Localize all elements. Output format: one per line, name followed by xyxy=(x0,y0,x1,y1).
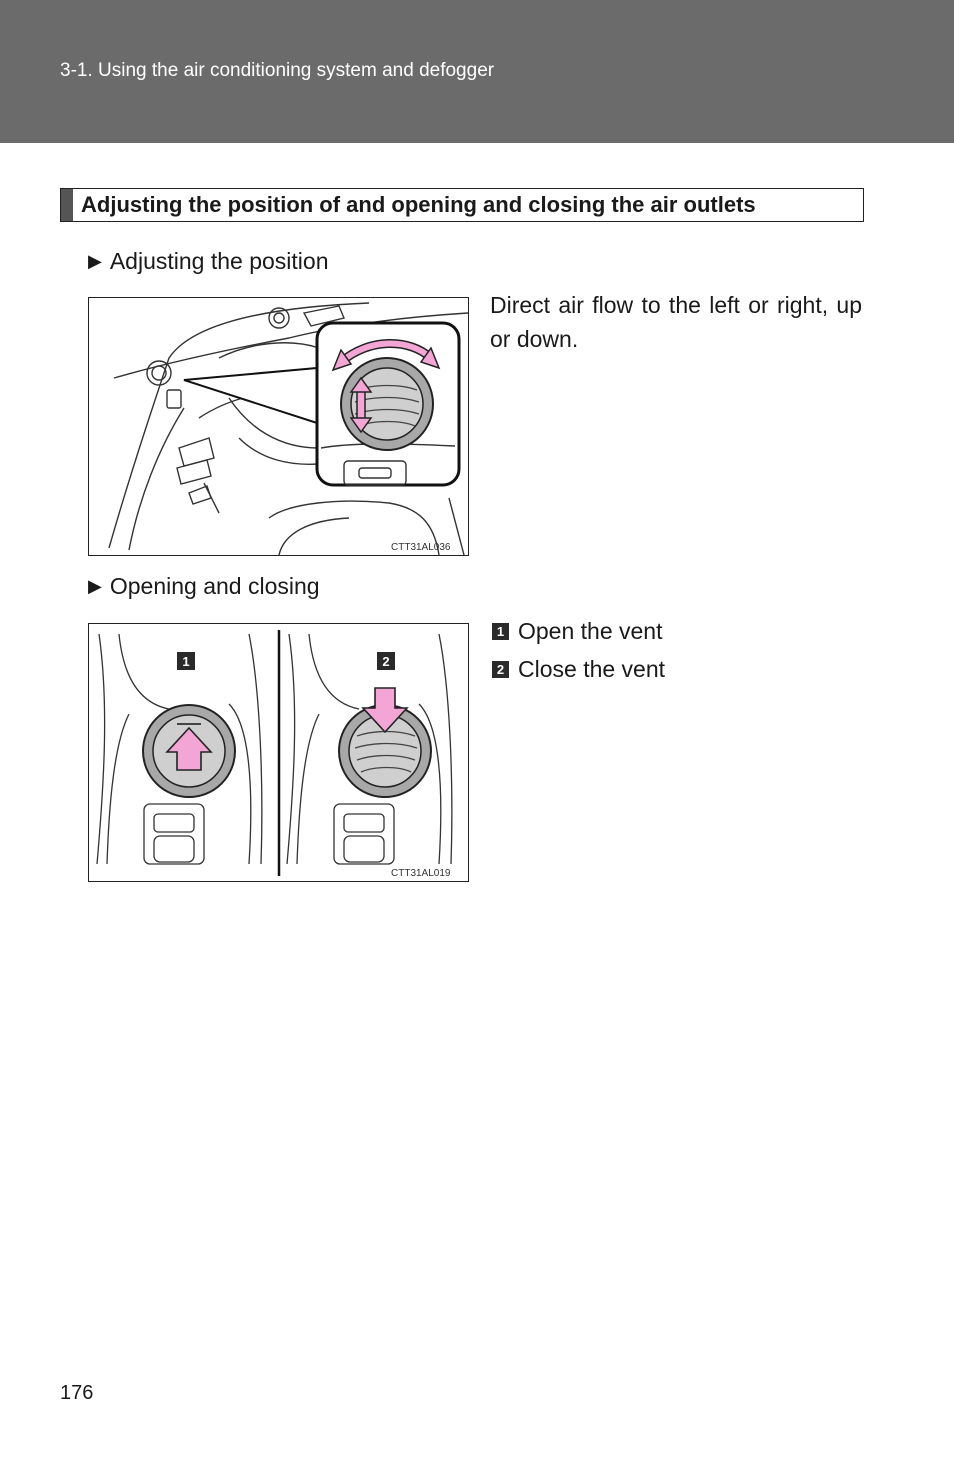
push-up-arrow-icon xyxy=(165,726,213,771)
subhead-opening: ▶ Opening and closing xyxy=(88,573,320,600)
triangle-bullet-icon: ▶ xyxy=(88,576,102,596)
section-title: Adjusting the position of and opening an… xyxy=(60,188,864,222)
header-band xyxy=(0,0,954,143)
adjusting-description: Direct air flow to the left or right, up… xyxy=(490,292,862,352)
subhead-adjusting-label: Adjusting the position xyxy=(109,248,329,274)
step-open-vent: 1 Open the vent xyxy=(492,618,663,645)
figure-code-adjusting: CTT31AL036 xyxy=(391,542,451,553)
push-down-arrow-icon xyxy=(361,687,409,734)
section-title-marker xyxy=(61,189,73,221)
panel-1-badge xyxy=(177,652,195,670)
subhead-opening-label: Opening and closing xyxy=(109,573,320,599)
step-close-vent: 2 Close the vent xyxy=(492,656,665,683)
page-number: 176 xyxy=(60,1382,94,1404)
breadcrumb: 3-1. Using the air conditioning system a… xyxy=(60,60,495,81)
step-open-vent-text: Open the vent xyxy=(518,618,663,644)
panel-2-label: 2 xyxy=(382,654,389,669)
section-title-text: Adjusting the position of and opening an… xyxy=(81,192,756,217)
triangle-bullet-icon: ▶ xyxy=(88,251,102,271)
figure-adjusting-position: CTT31AL036 xyxy=(88,297,469,556)
panel-2-badge xyxy=(377,652,395,670)
step-close-vent-text: Close the vent xyxy=(518,656,666,682)
step-number-badge: 2 xyxy=(492,661,509,678)
figure-opening-closing: 1 2 CTT31AL019 xyxy=(88,623,469,882)
step-number-badge: 1 xyxy=(492,623,509,640)
subhead-adjusting: ▶ Adjusting the position xyxy=(88,248,329,275)
panel-1-label: 1 xyxy=(182,654,189,669)
dashboard-vent-illustration: CTT31AL036 xyxy=(108,302,468,555)
vent-open-close-illustration: 1 2 CTT31AL019 xyxy=(96,630,453,879)
figure-code-opening: CTT31AL019 xyxy=(391,868,451,879)
